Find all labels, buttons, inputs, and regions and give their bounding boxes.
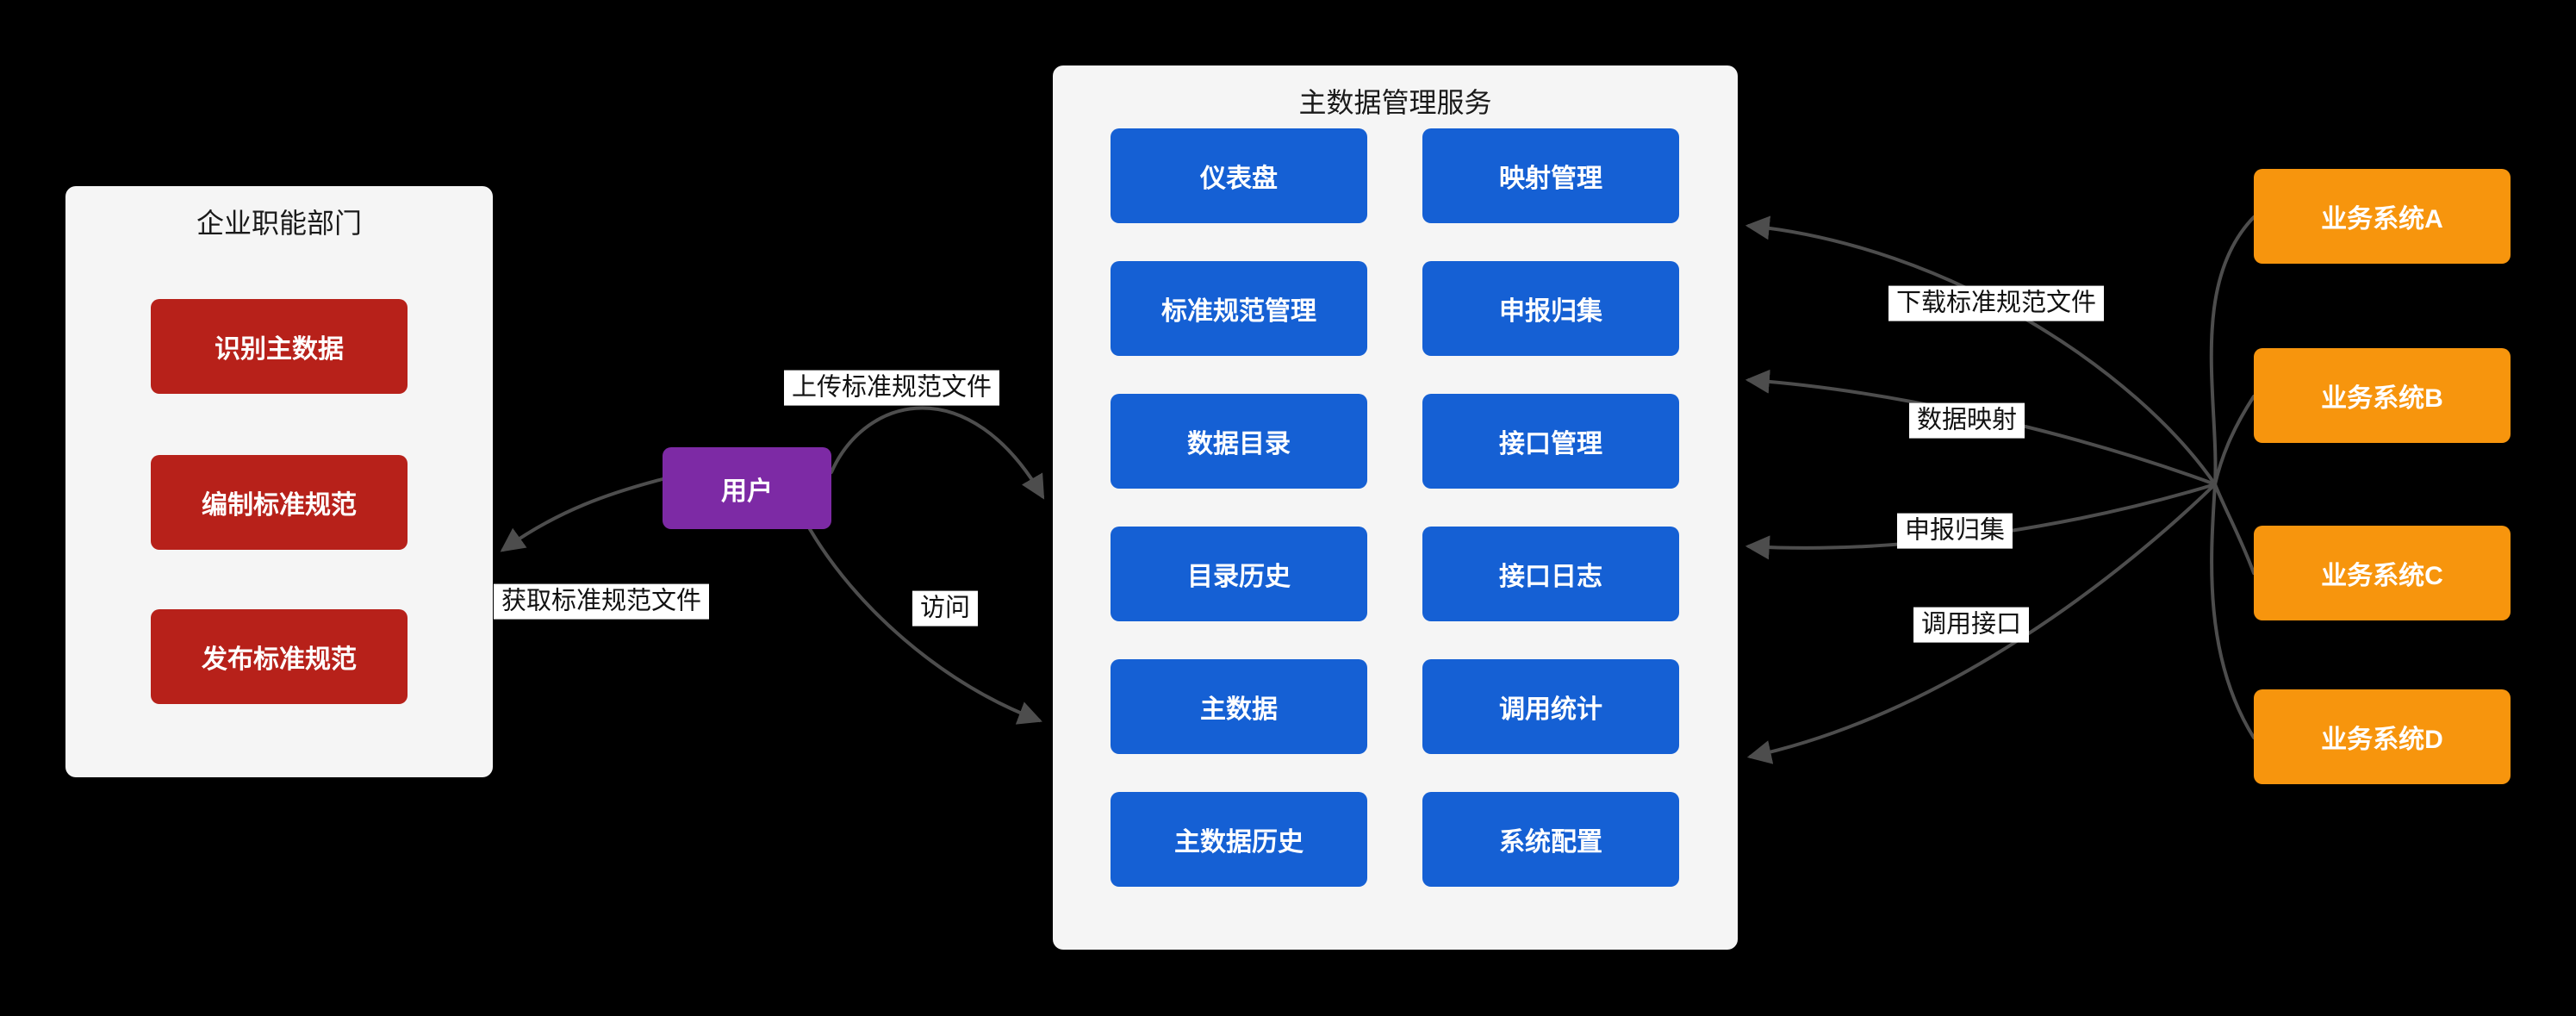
- module-dashboard: 仪表盘: [1111, 128, 1367, 223]
- edge-label-data-mapping: 数据映射: [1908, 402, 2025, 439]
- mdm-service-panel-title: 主数据管理服务: [1298, 87, 1492, 118]
- module-master-data-history: 主数据历史: [1111, 792, 1367, 887]
- edge-system-b-link: [2213, 395, 2256, 486]
- module-mapping-management: 映射管理: [1422, 128, 1679, 223]
- node-business-system-d: 业务系统D: [2254, 689, 2511, 784]
- module-standard-management: 标准规范管理: [1111, 261, 1367, 356]
- edge-access-arrow: [808, 527, 1042, 725]
- edge-label-upload: 上传标准规范文件: [783, 370, 1000, 406]
- edge-system-d-link: [2210, 483, 2256, 739]
- module-data-catalog: 数据目录: [1111, 394, 1367, 489]
- node-compile-standard: 编制标准规范: [151, 455, 408, 550]
- node-identify-master-data: 识别主数据: [151, 299, 408, 394]
- edge-label-invoke-api: 调用接口: [1913, 607, 2030, 643]
- edge-system-a-link: [2209, 215, 2256, 486]
- node-business-system-c: 业务系统C: [2254, 526, 2511, 620]
- module-declaration-collection: 申报归集: [1422, 261, 1679, 356]
- module-system-config: 系统配置: [1422, 792, 1679, 887]
- edge-label-download: 下载标准规范文件: [1888, 285, 2105, 321]
- edge-download-arrow: [1745, 215, 2217, 486]
- module-call-statistics: 调用统计: [1422, 659, 1679, 754]
- module-catalog-history: 目录历史: [1111, 527, 1367, 621]
- node-publish-standard: 发布标准规范: [151, 609, 408, 704]
- edge-upload-arrow: [830, 406, 1045, 500]
- edge-system-c-link: [2213, 483, 2256, 575]
- node-business-system-b: 业务系统B: [2254, 348, 2511, 443]
- department-panel: 企业职能部门 识别主数据 编制标准规范 发布标准规范: [65, 186, 493, 777]
- module-interface-log: 接口日志: [1422, 527, 1679, 621]
- edge-label-fetch: 获取标准规范文件: [493, 583, 710, 620]
- node-business-system-a: 业务系统A: [2254, 169, 2511, 264]
- edge-label-declaration: 申报归集: [1896, 513, 2013, 549]
- edge-label-access: 访问: [912, 590, 979, 626]
- user-node: 用户: [663, 447, 831, 529]
- edge-fetch-arrow: [500, 477, 664, 552]
- module-interface-management: 接口管理: [1422, 394, 1679, 489]
- module-master-data: 主数据: [1111, 659, 1367, 754]
- department-panel-title: 企业职能部门: [196, 208, 362, 239]
- mdm-service-panel: 主数据管理服务 仪表盘 标准规范管理 数据目录 目录历史 主数据 主数据历史 映…: [1053, 65, 1738, 950]
